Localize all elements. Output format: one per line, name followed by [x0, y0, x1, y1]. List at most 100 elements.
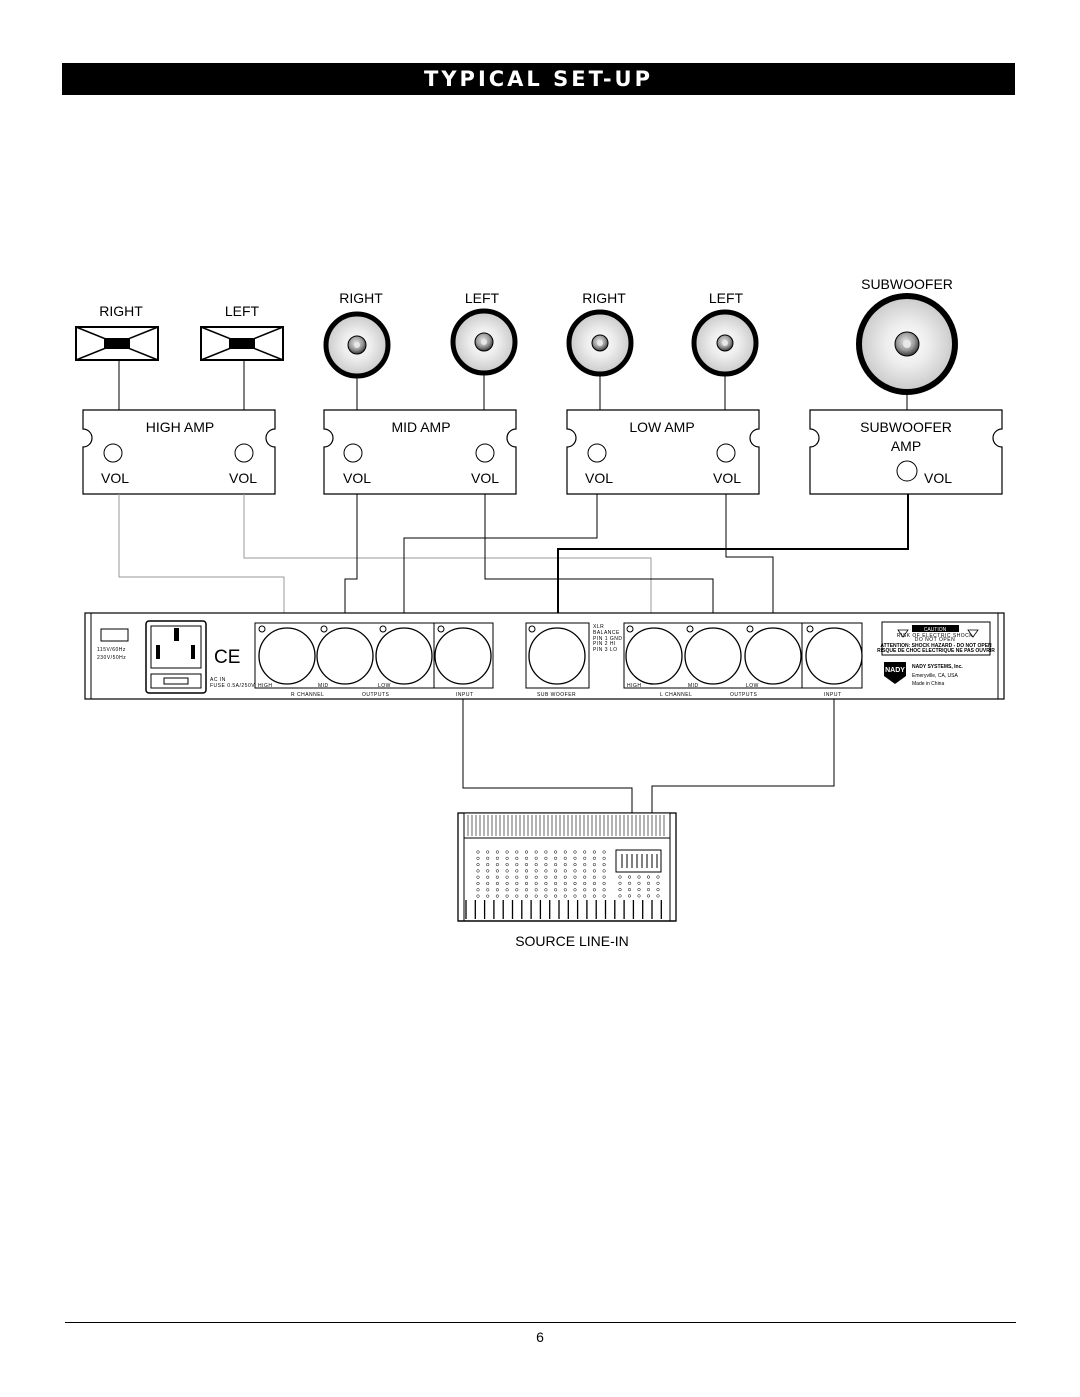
mixer-knob — [583, 875, 587, 879]
mixer-knob — [505, 888, 509, 892]
vol-label: VOL — [343, 470, 371, 486]
mid-speaker-left — [450, 308, 518, 376]
low-speaker-right — [566, 309, 634, 377]
mixer-knob — [602, 850, 606, 854]
mixer-knob — [544, 856, 548, 860]
r-high-label: HIGH — [258, 683, 273, 689]
xlr-line-3: PIN 1 GND — [593, 636, 623, 642]
mixer-knob — [534, 881, 538, 886]
mixer-knob — [592, 875, 596, 879]
vol-knob[interactable] — [587, 443, 607, 463]
xlr-l-mid[interactable] — [684, 625, 742, 685]
l-input-label: INPUT — [824, 692, 842, 698]
crossover-unit: 115V/60Hz 230V/50Hz CE AC IN FUSE 0.5A/2… — [84, 612, 1005, 700]
mixer-knob — [476, 888, 480, 892]
mixer-knob — [554, 850, 558, 854]
mixer-knob — [544, 875, 548, 879]
mixer-knob — [505, 850, 509, 854]
mixer-knob — [544, 869, 548, 873]
shock-warning-icon — [897, 629, 909, 638]
mixer-meter — [615, 849, 662, 873]
mixer-knob — [602, 856, 606, 860]
subwoofer-amp-label-1: SUBWOOFER — [860, 419, 952, 435]
mixer-knob — [637, 888, 641, 892]
mixer-knob — [563, 875, 567, 879]
l-channel-label: L CHANNEL — [660, 692, 692, 698]
voltage-switch[interactable] — [100, 628, 129, 642]
sub-woofer-label: SUB WOOFER — [537, 692, 576, 698]
caution-label: CAUTION RISK OF ELECTRIC SHOCK DO NOT OP… — [877, 621, 995, 656]
input-wires — [462, 699, 835, 813]
ce-mark: CE — [214, 647, 240, 668]
ac-in-label: AC IN — [210, 677, 226, 683]
mixer-knob — [602, 875, 606, 879]
mid-left-label: LEFT — [465, 290, 500, 306]
xlr-l-input[interactable] — [805, 625, 863, 685]
brand-location: Emeryville, CA, USA — [912, 673, 959, 679]
mixer-knob — [627, 888, 632, 892]
mixer-knob — [637, 881, 641, 885]
xlr-line-2: BALANCE — [593, 630, 620, 636]
mixer-knob — [524, 856, 529, 860]
xlr-l-high[interactable] — [625, 625, 683, 685]
ac-power-socket[interactable] — [145, 620, 207, 694]
mixer-knob — [486, 869, 490, 873]
nady-logo-text: NADY — [885, 667, 905, 674]
xlr-l-low[interactable] — [744, 625, 802, 685]
vol-knob[interactable] — [234, 443, 254, 463]
low-right-label: RIGHT — [582, 290, 626, 306]
l-mid-label: MID — [688, 683, 699, 689]
xlr-sub-woofer[interactable] — [528, 625, 586, 685]
mixer-knob — [515, 869, 519, 873]
mixer-knob — [476, 881, 480, 886]
mixer-knob — [627, 881, 632, 885]
xlr-line-5: PIN 3 LO — [593, 647, 618, 653]
mixer-knob — [563, 863, 567, 867]
mixer-knob — [544, 888, 548, 892]
vol-knob[interactable] — [343, 443, 363, 463]
mixer-knob — [618, 881, 622, 885]
mixer-knob — [515, 888, 519, 892]
xlr-r-input[interactable] — [434, 625, 492, 685]
vol-knob[interactable] — [475, 443, 495, 463]
caution-header: CAUTION — [924, 627, 947, 633]
mixer-knob — [495, 869, 499, 873]
vol-knob[interactable] — [896, 460, 918, 482]
mixer-knob — [476, 869, 480, 873]
mixer-knob — [524, 888, 529, 892]
mixer-knob — [573, 863, 577, 867]
high-amp-label: HIGH AMP — [146, 419, 214, 435]
mixer-knob — [495, 850, 499, 854]
mixer-knob — [656, 875, 660, 879]
mixer-knob — [592, 894, 596, 898]
mixer-knob — [583, 894, 587, 898]
tweeter-right-label: RIGHT — [99, 303, 143, 319]
mixer-knob — [618, 894, 622, 898]
vol-knob[interactable] — [103, 443, 123, 463]
vol-knob[interactable] — [716, 443, 736, 463]
mixer-knob — [534, 888, 538, 892]
xlr-line-1: XLR — [593, 624, 604, 630]
low-amp-label: LOW AMP — [629, 419, 694, 435]
mixer-knob — [476, 875, 480, 879]
l-low-label: LOW — [746, 683, 759, 689]
mixer-knob — [505, 894, 509, 898]
mixer-knob — [592, 881, 596, 886]
mixer-knob — [515, 850, 519, 854]
xlr-r-mid[interactable] — [316, 625, 374, 685]
mixer-knob — [563, 881, 567, 886]
subwoofer-amp: SUBWOOFER AMP VOL — [809, 409, 1003, 495]
mixer-knob — [627, 894, 632, 898]
mixer-knob — [515, 856, 519, 860]
mixer-knob — [646, 881, 651, 885]
mixer-knob — [592, 888, 596, 892]
mixer-knob — [534, 894, 538, 898]
mixer-knob — [583, 869, 587, 873]
mid-amp-label: MID AMP — [391, 419, 450, 435]
mixer-knob — [515, 875, 519, 879]
voltage-label-2: 230V/50Hz — [97, 655, 126, 661]
xlr-r-low[interactable] — [375, 625, 433, 685]
xlr-r-high[interactable] — [258, 625, 316, 685]
mixer-knob — [602, 881, 606, 886]
l-outputs-label: OUTPUTS — [730, 692, 758, 698]
